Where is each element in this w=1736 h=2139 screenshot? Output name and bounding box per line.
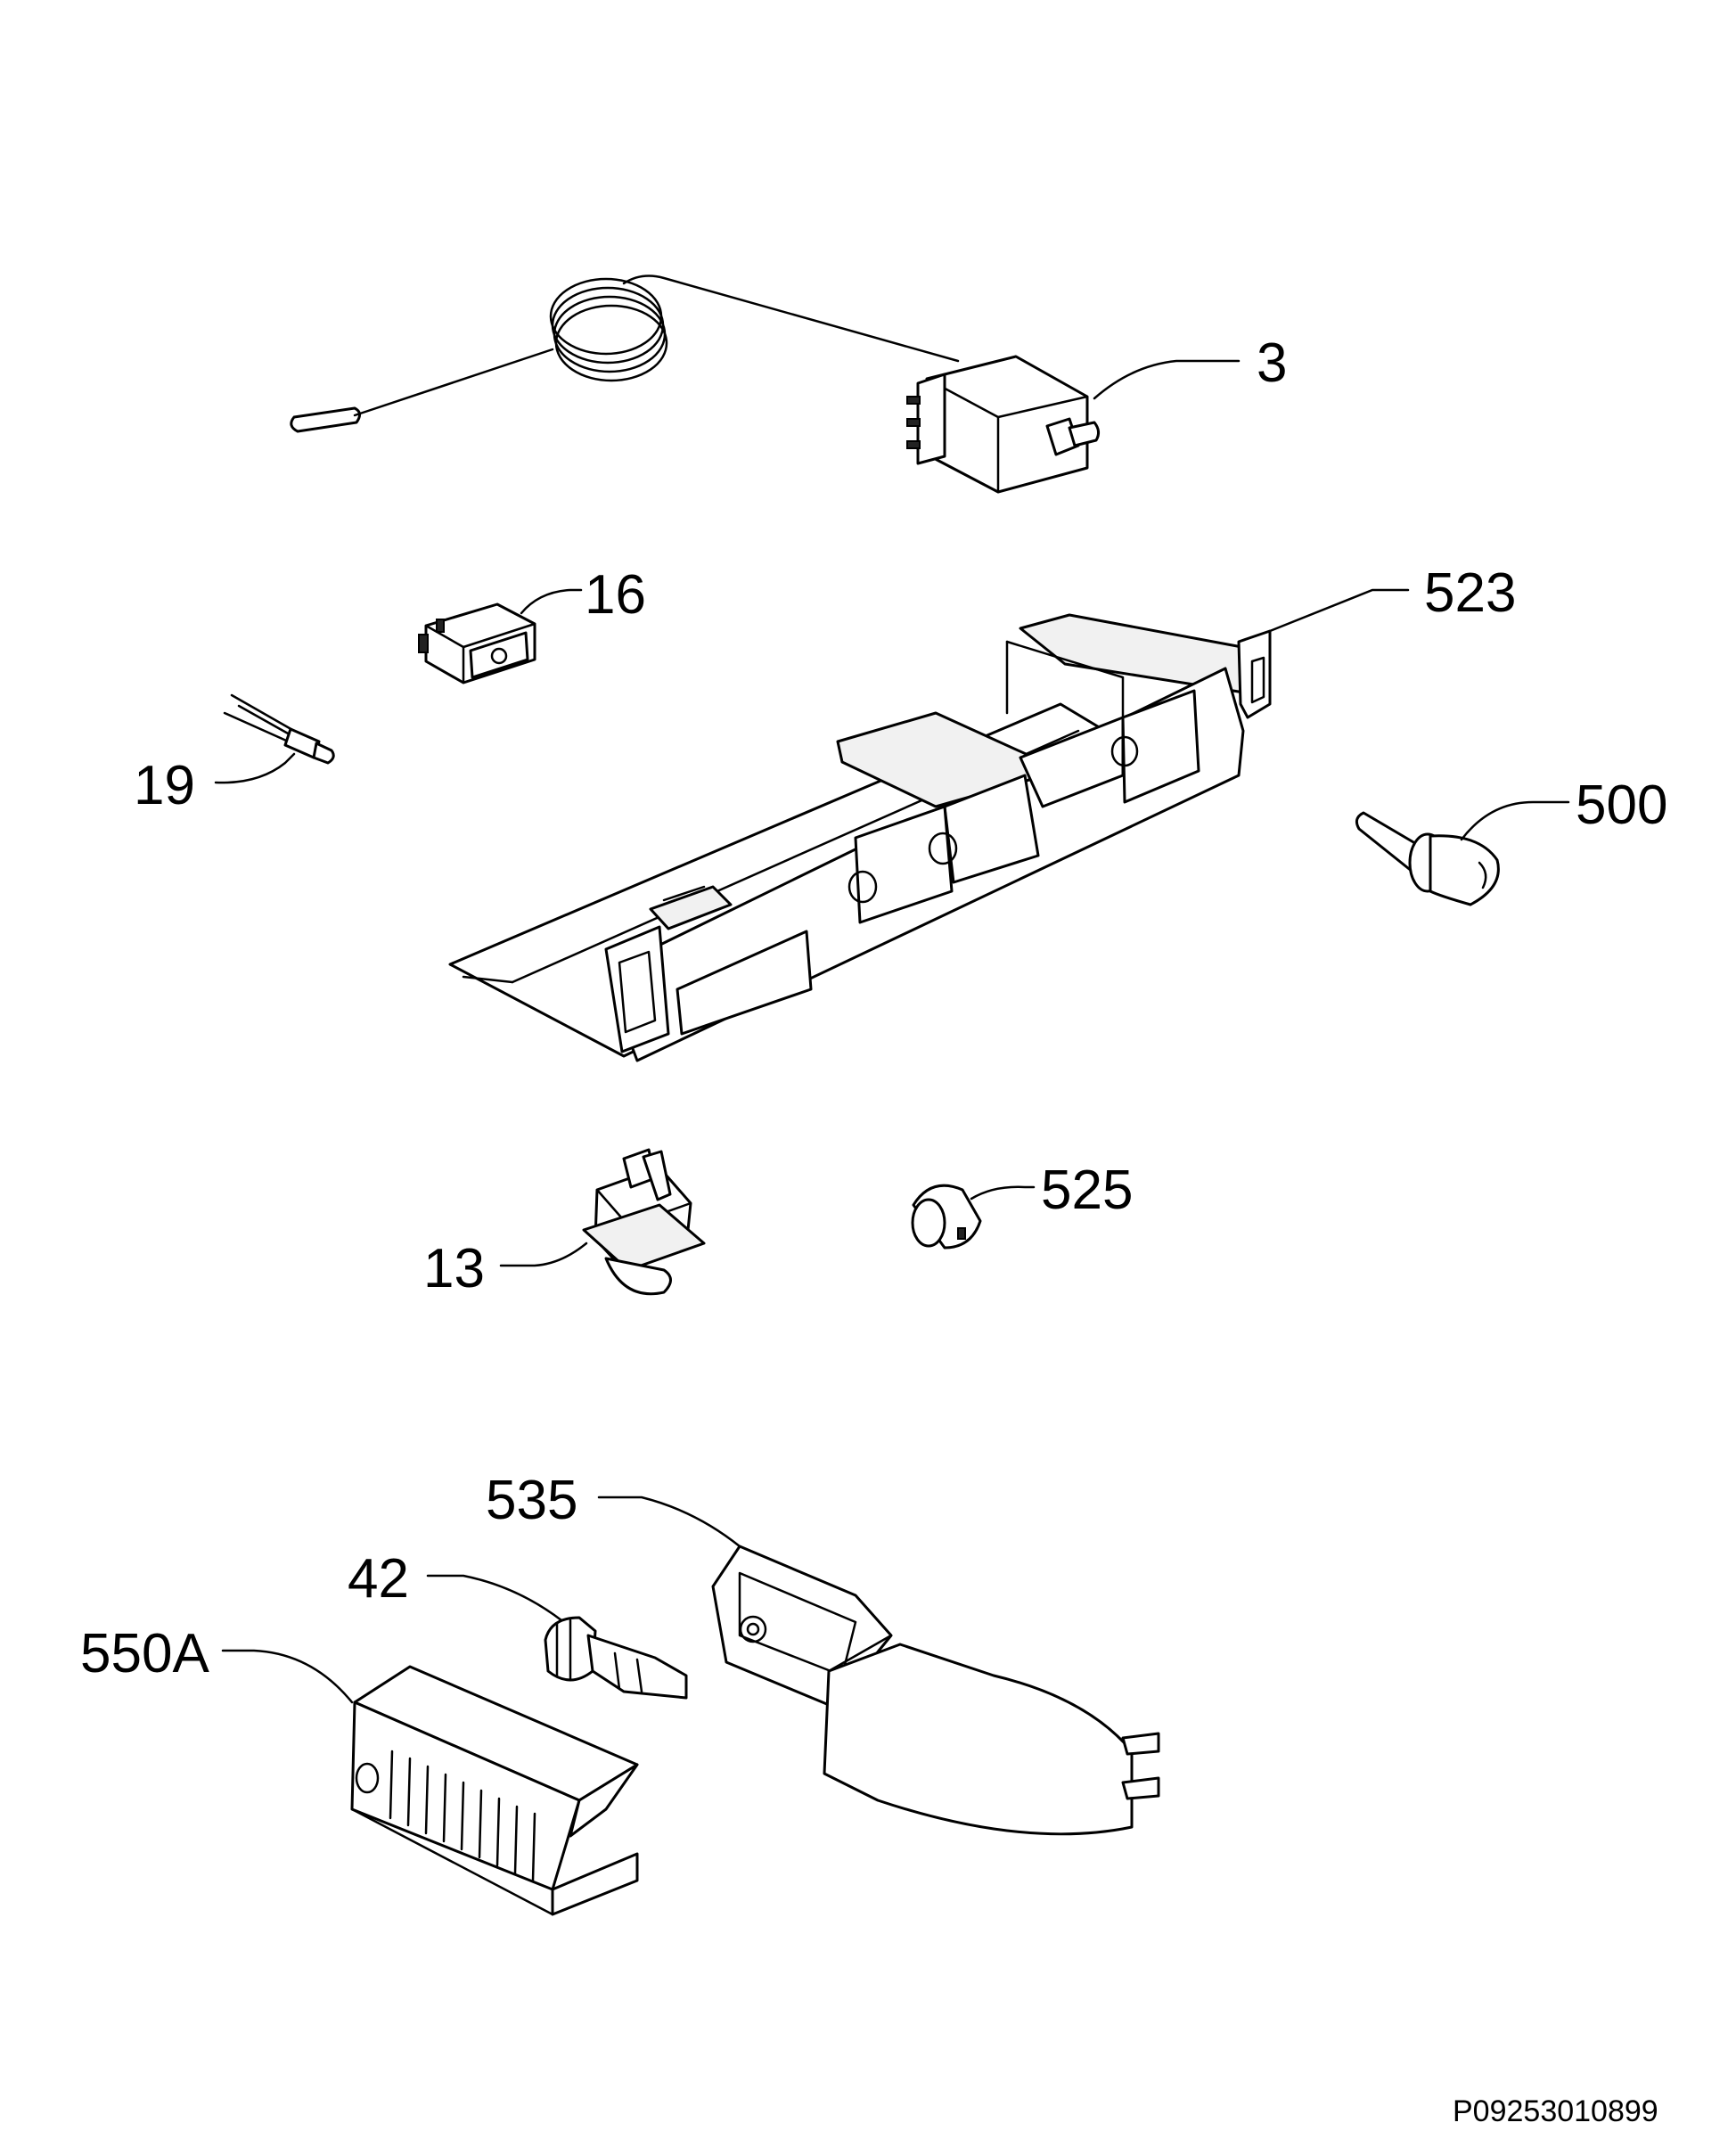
part-550a-lamp-cover bbox=[221, 1649, 639, 1916]
part-3-thermostat bbox=[290, 275, 1241, 494]
cover-grille-ribs bbox=[389, 1750, 536, 1882]
part-16-rocker-switch bbox=[418, 588, 583, 684]
part-523-control-housing bbox=[448, 588, 1410, 1062]
drawing-code: P09253010899 bbox=[1453, 2094, 1658, 2128]
callout-3: 3 bbox=[1257, 332, 1287, 394]
part-500-lamp bbox=[1355, 800, 1570, 906]
part-535-lamp-housing bbox=[597, 1496, 1160, 1836]
callout-42: 42 bbox=[348, 1548, 409, 1610]
callout-523: 523 bbox=[1424, 562, 1516, 624]
part-42-lamp-holder bbox=[426, 1574, 688, 1700]
part-19-wire-connector bbox=[214, 693, 335, 784]
callout-535: 535 bbox=[486, 1470, 577, 1531]
part-525-knob bbox=[911, 1184, 1036, 1250]
callout-525: 525 bbox=[1041, 1160, 1133, 1221]
callout-19: 19 bbox=[134, 755, 195, 816]
callout-500: 500 bbox=[1576, 774, 1667, 836]
callout-13: 13 bbox=[423, 1238, 485, 1299]
callout-550a: 550A bbox=[80, 1623, 209, 1684]
callout-16: 16 bbox=[585, 564, 646, 626]
part-13-door-switch bbox=[499, 1148, 706, 1296]
